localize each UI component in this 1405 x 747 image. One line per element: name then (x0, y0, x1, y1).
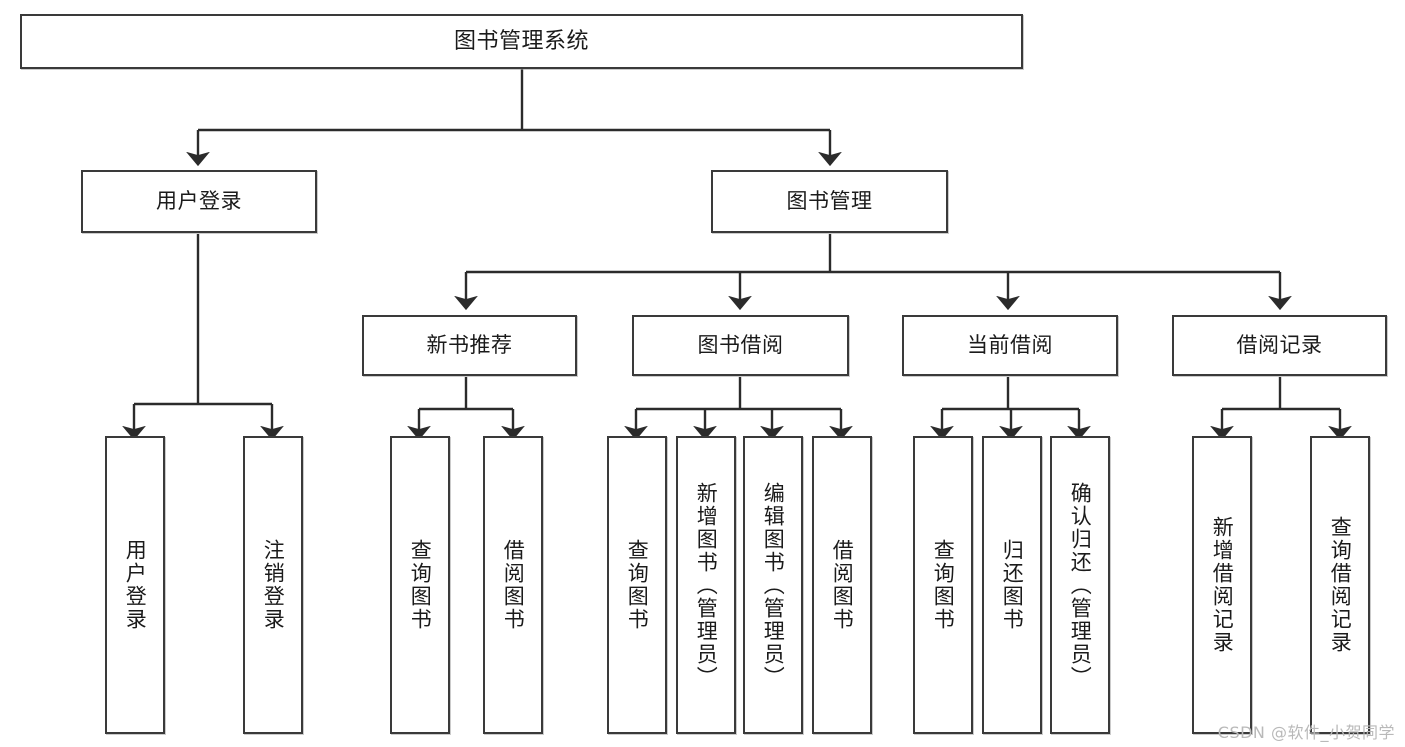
node-leaf-edit-book[interactable]: 编辑图书（管理员） (743, 436, 803, 734)
node-leaf-query-book-current[interactable]: 查询图书 (913, 436, 973, 734)
node-leaf-confirm-return[interactable]: 确认归还（管理员） (1050, 436, 1110, 734)
node-book-borrow[interactable]: 图书借阅 (632, 315, 849, 376)
edge-group-userlogin-to-leaves (122, 234, 284, 441)
node-label: 新增借阅记录 (1210, 516, 1235, 654)
node-leaf-query-borrow-record[interactable]: 查询借阅记录 (1310, 436, 1370, 734)
node-label: 用户登录 (123, 539, 148, 631)
node-current-borrow[interactable]: 当前借阅 (902, 315, 1118, 376)
node-label: 当前借阅 (967, 333, 1053, 358)
edge-group-bookmanage-to-level3 (454, 234, 1292, 311)
node-leaf-query-book-recommend[interactable]: 查询图书 (390, 436, 450, 734)
node-leaf-user-logout[interactable]: 注销登录 (243, 436, 303, 734)
node-leaf-add-book[interactable]: 新增图书（管理员） (676, 436, 736, 734)
node-label: 查询借阅记录 (1328, 516, 1353, 654)
node-label: 查询图书 (931, 539, 956, 631)
node-new-book-recommend[interactable]: 新书推荐 (362, 315, 577, 376)
node-leaf-return-book[interactable]: 归还图书 (982, 436, 1042, 734)
edge-group-bookborrow-to-leaves (624, 377, 853, 441)
node-label: 查询图书 (408, 539, 433, 631)
node-borrow-record[interactable]: 借阅记录 (1172, 315, 1387, 376)
node-book-management[interactable]: 图书管理 (711, 170, 948, 233)
node-label: 图书管理系统 (453, 28, 589, 54)
node-label: 编辑图书（管理员） (761, 481, 786, 689)
node-leaf-user-login[interactable]: 用户登录 (105, 436, 165, 734)
node-leaf-add-borrow-record[interactable]: 新增借阅记录 (1192, 436, 1252, 734)
node-label: 借阅记录 (1236, 333, 1323, 358)
node-label: 确认归还（管理员） (1068, 481, 1093, 689)
node-label: 归还图书 (1000, 539, 1025, 631)
node-label: 新增图书（管理员） (694, 481, 719, 689)
node-label: 借阅图书 (501, 539, 526, 631)
node-leaf-borrow-book[interactable]: 借阅图书 (812, 436, 872, 734)
node-label: 注销登录 (261, 539, 286, 631)
node-label: 用户登录 (156, 189, 242, 214)
node-label: 新书推荐 (426, 333, 513, 358)
edge-group-currentborrow-to-leaves (930, 377, 1091, 441)
node-label: 图书借阅 (697, 333, 784, 358)
node-label: 借阅图书 (830, 539, 855, 631)
node-leaf-borrow-book-recommend[interactable]: 借阅图书 (483, 436, 543, 734)
csdn-watermark: CSDN @软件_小贺同学 (1217, 723, 1395, 742)
edge-group-newbook-to-leaves (407, 377, 525, 441)
node-leaf-query-book-borrow[interactable]: 查询图书 (607, 436, 667, 734)
node-root-book-management-system[interactable]: 图书管理系统 (20, 14, 1023, 69)
edge-group-borrowrecord-to-leaves (1210, 377, 1352, 441)
node-user-login[interactable]: 用户登录 (81, 170, 317, 233)
node-label: 查询图书 (625, 539, 650, 631)
edge-group-root-to-level2 (186, 69, 842, 167)
node-label: 图书管理 (786, 189, 873, 214)
